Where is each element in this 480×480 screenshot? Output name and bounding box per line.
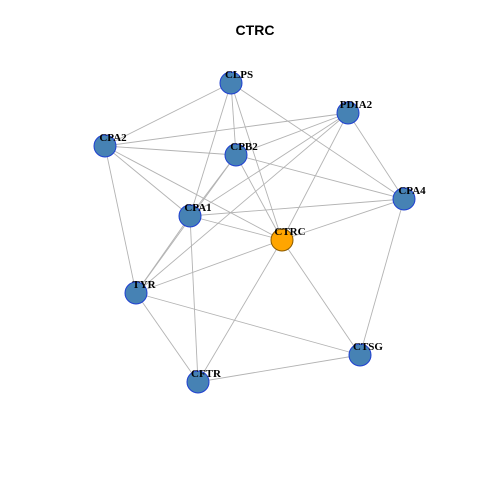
node-circle-tyr (124, 281, 148, 305)
node-circle-clps (219, 71, 243, 95)
node-cpa4: CPA4 (392, 185, 426, 211)
edge-cpa2-cpb2 (104, 145, 237, 156)
edge-ctrc-tyr (135, 239, 283, 294)
node-circle-cpb2 (224, 143, 248, 167)
edge-pdia2-ctrc (281, 112, 349, 241)
node-label-cpb2: CPB2 (230, 141, 258, 153)
edge-ctsg-cftr (197, 354, 361, 383)
node-ctsg: CTSG (348, 341, 383, 367)
edge-clps-cpa2 (104, 82, 232, 147)
node-circle-ctsg (348, 343, 372, 367)
node-cpa1: CPA1 (178, 202, 212, 228)
edge-cpb2-ctrc (235, 154, 283, 241)
edges-layer (104, 82, 405, 383)
edge-pdia2-tyr (135, 112, 349, 294)
node-circle-cpa1 (178, 204, 202, 228)
node-circle-ctrc (270, 228, 294, 252)
node-label-tyr: TYR (132, 279, 156, 291)
node-circle-cpa2 (93, 134, 117, 158)
node-label-cpa1: CPA1 (184, 202, 211, 214)
edge-clps-ctrc (230, 82, 283, 241)
node-cpa2: CPA2 (93, 132, 127, 158)
edge-tyr-ctsg (135, 292, 361, 356)
edge-pdia2-cpb2 (235, 112, 349, 156)
edge-clps-cpa4 (230, 82, 405, 200)
node-label-cpa2: CPA2 (99, 132, 127, 144)
node-label-ctsg: CTSG (353, 341, 383, 353)
edge-tyr-cftr (135, 292, 199, 383)
edge-cpa1-tyr (135, 215, 191, 294)
node-label-clps: CLPS (225, 69, 253, 81)
node-ctrc: CTRC (270, 226, 306, 252)
edge-clps-cpb2 (230, 82, 237, 156)
edge-cpa4-ctsg (359, 198, 405, 356)
edge-pdia2-cpa1 (189, 112, 349, 217)
edge-pdia2-cpa4 (347, 112, 405, 200)
node-circle-cftr (186, 370, 210, 394)
node-pdia2: PDIA2 (336, 99, 373, 125)
node-cpb2: CPB2 (224, 141, 258, 167)
node-circle-cpa4 (392, 187, 416, 211)
edge-cpa2-cpa1 (104, 145, 191, 217)
node-tyr: TYR (124, 279, 157, 305)
edge-cpa1-ctrc (189, 215, 283, 241)
edge-ctrc-ctsg (281, 239, 361, 356)
edge-pdia2-cpa2 (104, 112, 349, 147)
edge-cpb2-cpa4 (235, 154, 405, 200)
node-label-pdia2: PDIA2 (340, 99, 373, 111)
node-label-ctrc: CTRC (274, 226, 305, 238)
node-cftr: CFTR (186, 368, 222, 394)
node-label-cpa4: CPA4 (398, 185, 426, 197)
node-label-cftr: CFTR (191, 368, 222, 380)
edge-cpa1-cftr (189, 215, 199, 383)
graph-title: CTRC (236, 22, 275, 38)
edge-cpa4-cpa1 (189, 198, 405, 217)
edge-clps-cpa1 (189, 82, 232, 217)
edge-cpa4-ctrc (281, 198, 405, 241)
edge-cpa2-tyr (104, 145, 137, 294)
node-clps: CLPS (219, 69, 253, 95)
edge-ctrc-cftr (197, 239, 283, 383)
edge-cpa2-ctrc (104, 145, 283, 241)
node-circle-pdia2 (336, 101, 360, 125)
